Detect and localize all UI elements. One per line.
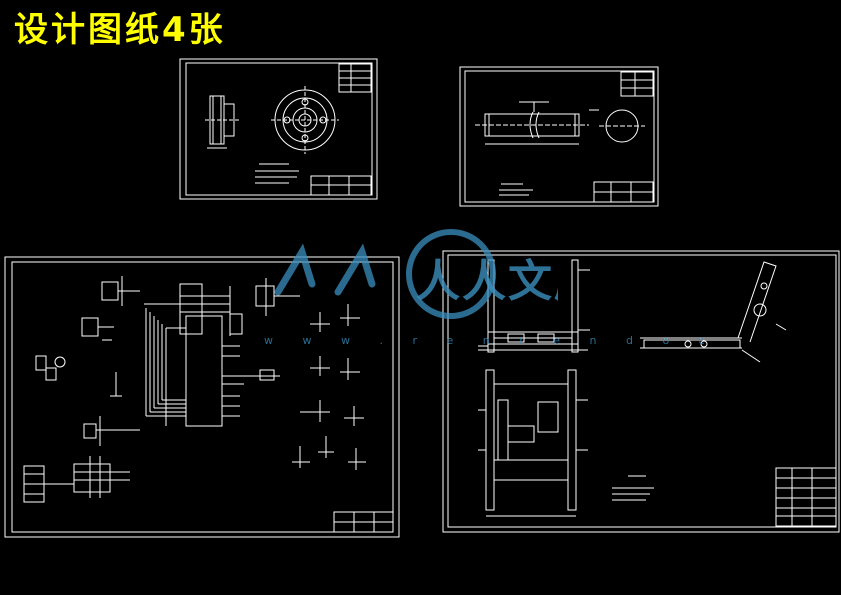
drawing-sheet-4[interactable] xyxy=(442,250,840,534)
drawing-sheet-3[interactable] xyxy=(4,256,401,539)
page-title: 设计图纸4张 xyxy=(14,10,226,50)
watermark-brand: 人人文库 xyxy=(416,256,558,307)
drawing-sheet-2[interactable] xyxy=(459,66,660,208)
watermark-url: w w w . r e n r e n d o c xyxy=(264,334,718,347)
drawing-sheet-1[interactable] xyxy=(179,58,379,201)
watermark-logo-icon: 人人文库 xyxy=(274,229,558,319)
